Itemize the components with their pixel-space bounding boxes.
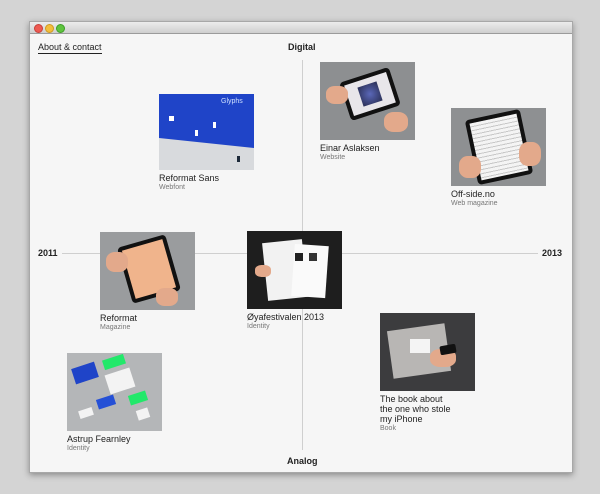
project-reformat[interactable]: Reformat Magazine: [100, 232, 195, 332]
project-reformat-sans[interactable]: Glyphs Reformat Sans Webfont: [159, 94, 254, 192]
project-title: Reformat: [100, 313, 138, 323]
project-thumbnail: [100, 232, 195, 310]
project-thumbnail: [380, 313, 475, 391]
project-einar-aslaksen[interactable]: Einar Aslaksen Website: [320, 62, 415, 162]
project-astrup-fearnley[interactable]: Astrup Fearnley Identity: [67, 353, 162, 453]
project-subtitle: Website: [320, 154, 346, 161]
axis-label-digital: Digital: [288, 42, 316, 52]
axis-label-2011: 2011: [38, 248, 58, 258]
thumb-glyphs-text: Glyphs: [221, 98, 243, 105]
project-book-stole-my-iphone[interactable]: The book about the one who stole my iPho…: [380, 313, 475, 433]
project-subtitle: Book: [380, 425, 396, 432]
minimize-window-button[interactable]: [45, 24, 54, 33]
project-title: Øyafestivalen 2013: [247, 312, 325, 322]
project-thumbnail: Glyphs: [159, 94, 254, 170]
zoom-window-button[interactable]: [56, 24, 65, 33]
about-contact-link[interactable]: About & contact: [38, 42, 102, 54]
portfolio-canvas: About & contact Digital Analog 2011 2013…: [30, 34, 572, 472]
project-thumbnail: [67, 353, 162, 431]
close-window-button[interactable]: [34, 24, 43, 33]
axis-label-analog: Analog: [287, 456, 318, 466]
title-bar: [30, 22, 572, 34]
project-subtitle: Identity: [247, 323, 270, 330]
project-title: Astrup Fearnley: [67, 434, 131, 444]
project-off-side-no[interactable]: Off-side.no Web magazine: [451, 108, 546, 208]
project-subtitle: Web magazine: [451, 200, 498, 207]
project-thumbnail: [247, 231, 342, 309]
project-thumbnail: [451, 108, 546, 186]
project-title: The book about the one who stole my iPho…: [380, 394, 451, 424]
project-oyafestivalen-2013[interactable]: Øyafestivalen 2013 Identity: [247, 231, 342, 331]
axis-label-2013: 2013: [542, 248, 563, 258]
project-subtitle: Magazine: [100, 324, 131, 331]
project-subtitle: Webfont: [159, 184, 185, 191]
project-title: Einar Aslaksen: [320, 143, 380, 153]
project-title: Reformat Sans: [159, 173, 220, 183]
project-title: Off-side.no: [451, 189, 495, 199]
project-subtitle: Identity: [67, 445, 90, 452]
browser-window: About & contact Digital Analog 2011 2013…: [29, 21, 573, 473]
project-thumbnail: [320, 62, 415, 140]
